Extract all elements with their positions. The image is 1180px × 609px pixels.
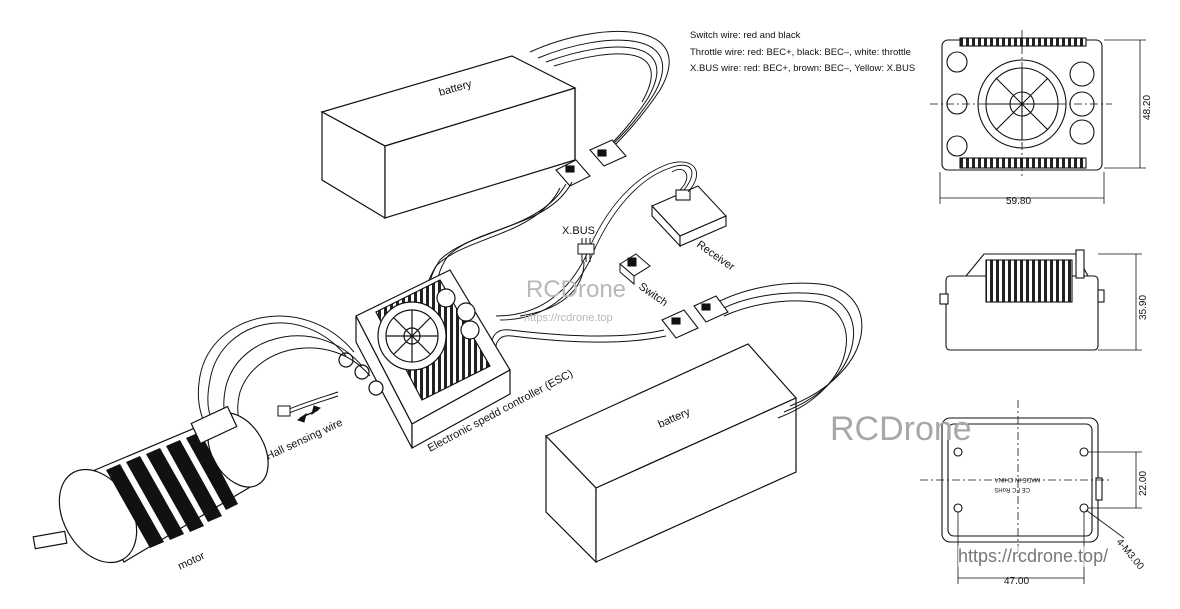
dim-side-height: 35.90 [1138,295,1149,320]
wire-notes: Switch wire: red and black Throttle wire… [690,28,915,78]
connector-bottom [661,295,729,339]
watermark-brand-right: RCDrone [830,410,972,448]
battery-top [320,55,577,220]
marking-line2: CE FC RoHS [994,486,1030,492]
hall-wire-label: Hall sensing wire [264,417,344,463]
watermark-url-right: https://rcdrone.top/ [958,546,1109,567]
top-view-dimensions [930,30,1146,204]
watermark-brand-center: RCDrone [526,276,627,303]
motor-label: motor [176,550,207,573]
receiver [651,185,727,248]
note-switch-wire: Switch wire: red and black [690,30,801,41]
dim-bottom-width: 47.00 [1004,576,1029,587]
motor [32,405,269,564]
xbus-label: X.BUS [562,225,595,237]
receiver-label: Receiver [694,239,737,274]
watermark-url-center: https://rcdrone.top [524,312,613,324]
dim-top-height: 48.20 [1142,95,1153,120]
note-xbus-wire: X.BUS wire: red: BEC+, brown: BEC–, Yell… [690,63,916,74]
marking-line1: MADE IN CHINA [995,476,1040,482]
bottom-view-dimensions [920,400,1142,584]
dim-top-width: 59.80 [1006,196,1031,207]
switch-label: Switch [636,281,669,309]
connector-top [555,139,627,187]
xbus-connector [519,238,595,317]
switch-device [619,253,651,286]
dim-hole-spacing: 22.00 [1138,471,1149,496]
side-view-dimensions [1098,253,1142,351]
receiver-wires [495,161,698,321]
hall-sensor-wire [277,391,339,423]
esc-battery-wires-bottom [491,329,667,357]
esc [338,269,511,450]
battery-bottom-wires [713,282,863,419]
battery-top-wires [529,30,670,157]
battery-bottom [544,343,797,564]
note-throttle-wire: Throttle wire: red: BEC+, black: BEC–, w… [690,46,911,58]
esc-side-view [939,249,1105,351]
dim-screw: 4-M3.00 [1114,537,1146,573]
